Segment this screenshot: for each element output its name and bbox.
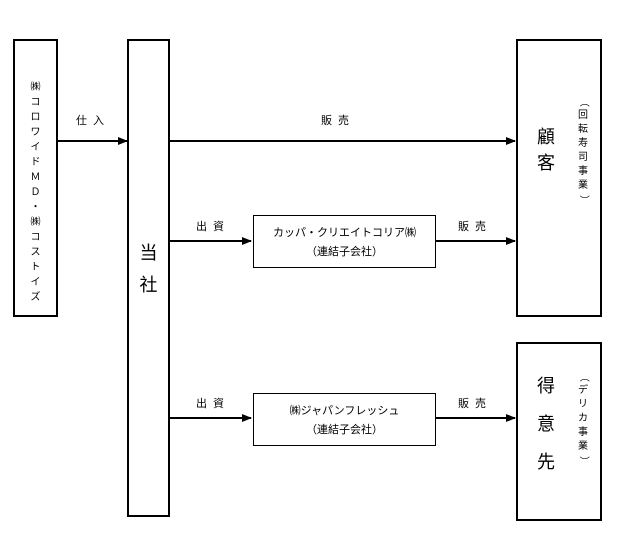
label-invest2: 出資 <box>196 397 230 410</box>
client-name: 得意先 <box>537 376 555 473</box>
subsidiary1-name: カッパ・クリエイトコリア㈱ <box>273 226 416 239</box>
company-text: 当社 <box>139 243 158 296</box>
customer-box: 顧客 （回転寿司事業） <box>516 39 602 317</box>
customer-name: 顧客 <box>537 127 555 174</box>
label-sales-bottom: 販売 <box>458 397 492 410</box>
subsidiary1-box: カッパ・クリエイトコリア㈱ （連結子会社） <box>253 215 436 268</box>
subsidiary2-name: ㈱ジャパンフレッシュ <box>289 404 400 417</box>
label-invest1: 出資 <box>196 220 230 233</box>
subsidiary1-note: （連結子会社） <box>306 245 383 258</box>
label-sales-top: 販売 <box>321 114 355 127</box>
label-purchase: 仕入 <box>76 114 110 127</box>
company-box: 当社 <box>127 39 170 517</box>
label-sales-mid: 販売 <box>458 220 492 233</box>
client-box: 得意先 （デリカ事業） <box>516 342 602 521</box>
subsidiary2-note: （連結子会社） <box>306 423 383 436</box>
client-note: （デリカ事業） <box>578 372 589 466</box>
customer-note: （回転寿司事業） <box>578 97 589 205</box>
subsidiary2-box: ㈱ジャパンフレッシュ （連結子会社） <box>253 393 436 446</box>
